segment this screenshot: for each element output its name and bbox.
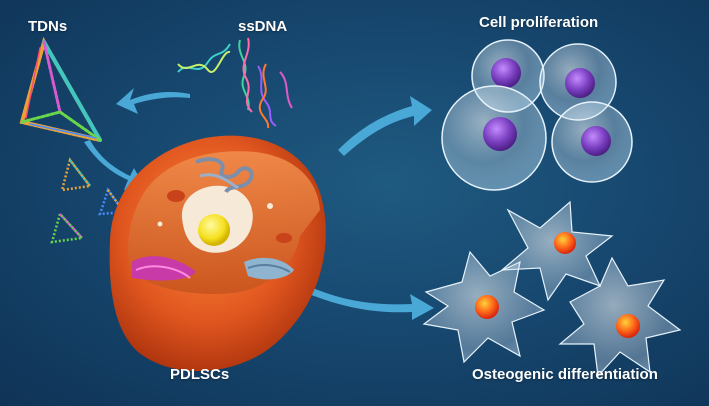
ssdna-strands-icon: [177, 37, 293, 129]
osteogenic-differentiation-label: Osteogenic differentiation: [472, 366, 658, 383]
small-tdns-icon: [50, 157, 159, 244]
tdn-tetrahedron-icon: [19, 36, 105, 143]
arrow-icon: [84, 88, 434, 320]
osteoblast-icon: [422, 200, 682, 378]
proliferating-cell-icon: [441, 39, 633, 191]
tdns-label: TDNs: [28, 18, 68, 35]
pdlscs-label: PDLSCs: [170, 366, 230, 383]
ssdna-label: ssDNA: [238, 18, 288, 35]
cell-proliferation-label: Cell proliferation: [479, 14, 599, 31]
stem-cell-icon: [109, 135, 326, 372]
